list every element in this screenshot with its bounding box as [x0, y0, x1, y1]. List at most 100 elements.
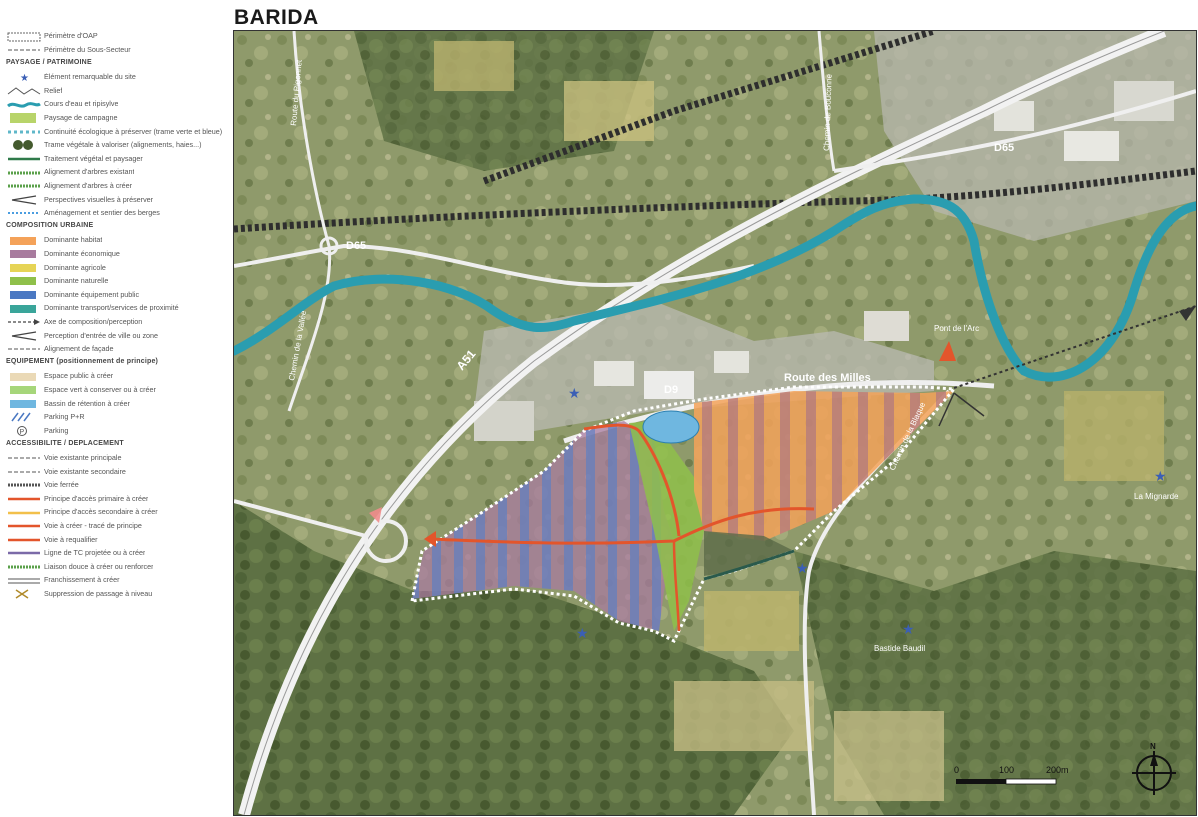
- ecological-corridor-icon: [8, 130, 40, 134]
- legend-label: Voie à créer - tracé de principe: [44, 521, 142, 530]
- label-bastide-south: Bastide Baudil: [874, 644, 925, 653]
- legend-label: Alignement de façade: [44, 345, 114, 354]
- access-arrow-north: [939, 341, 956, 361]
- secondary-access-route[interactable]: [583, 423, 681, 537]
- legend-symbol: [4, 370, 44, 383]
- legend-label: Dominante habitat: [44, 236, 103, 245]
- composition-axis: [953, 305, 1196, 389]
- railway-line: [234, 167, 1196, 233]
- soft-link-icon: [8, 565, 40, 569]
- legend-symbol: [4, 329, 44, 342]
- secondary-road-icon: [8, 471, 40, 473]
- swatch-purple-icon: [10, 250, 36, 259]
- basin-icon: [10, 399, 36, 408]
- label-bastide-east: La Mignarde: [1134, 492, 1179, 501]
- crossing-icon: [8, 578, 40, 583]
- legend-symbol: [4, 112, 44, 125]
- star-icon: ★: [902, 621, 915, 637]
- legend-label: Voie ferrée: [44, 481, 79, 490]
- legend-symbol: [4, 479, 44, 492]
- legend-label: Trame végétale à valoriser (alignements,…: [44, 141, 202, 150]
- view-perspective-icon: [938, 392, 985, 427]
- oap-perimeter[interactable]: [410, 385, 958, 644]
- legend-symbol: [4, 30, 44, 43]
- forest-area-southwest: [234, 501, 794, 815]
- star-icon: ★: [576, 625, 589, 641]
- legend-label: Périmètre d'OAP: [44, 32, 98, 41]
- zone-natural-south: [704, 531, 794, 576]
- label-d9: D9: [664, 384, 678, 396]
- label-d65-west: D65: [346, 240, 366, 252]
- legend-symbol: [4, 588, 44, 601]
- legend-label: Traitement végétal et paysager: [44, 154, 143, 163]
- legend-label: Bassin de rétention à créer: [44, 399, 130, 408]
- legend-item: Dominante habitat: [4, 234, 226, 247]
- legend-label: Espace public à créer: [44, 372, 114, 381]
- primary-access-icon: [8, 497, 40, 501]
- legend-item: Principe d'accès primaire à créer: [4, 492, 226, 505]
- label-pont: Pont de l'Arc: [934, 324, 979, 333]
- legend-symbol: [4, 411, 44, 424]
- legend-item: Dominante agricole: [4, 261, 226, 274]
- legend-item: Axe de composition/perception: [4, 316, 226, 329]
- field-parcel: [674, 681, 814, 751]
- legend-label: Axe de composition/perception: [44, 317, 143, 326]
- riverbank-path-icon: [8, 212, 40, 215]
- parking-icon: P: [17, 425, 27, 436]
- legend-symbol: [4, 152, 44, 165]
- legend-symbol: [4, 533, 44, 546]
- swatch-green-icon: [10, 277, 36, 286]
- north-arrow-icon: N: [1132, 742, 1176, 795]
- road-d65-west: [234, 243, 755, 288]
- legend-item: Aménagement et sentier des berges: [4, 207, 226, 220]
- composition-axis-arrow: [1179, 306, 1196, 321]
- legend-symbol: [4, 452, 44, 465]
- building: [644, 371, 694, 399]
- primary-access-route[interactable]: [428, 507, 815, 545]
- legend-symbol: [4, 275, 44, 288]
- legend-symbol: [4, 139, 44, 152]
- field-parcel: [564, 81, 654, 141]
- svg-text:P: P: [20, 429, 25, 436]
- river-icon: [7, 101, 41, 108]
- legend-section-title: EQUIPEMENT (positionnement de principe): [6, 358, 159, 366]
- legend-label: Espace vert à conserver ou à créer: [44, 385, 156, 394]
- legend-label: Perspectives visuelles à préserver: [44, 195, 154, 204]
- legend-label: Élément remarquable du site: [44, 73, 136, 82]
- legend-symbol: [4, 234, 44, 247]
- scale-label-end: 200m: [1046, 765, 1069, 775]
- dashed-boundary-icon: [7, 32, 41, 41]
- secondary-access-icon: [8, 511, 40, 514]
- legend-item: Continuité écologique à préserver (trame…: [4, 125, 226, 138]
- legend-label: Dominante naturelle: [44, 277, 109, 286]
- vegetation-icon: [13, 140, 33, 151]
- legend-symbol: [4, 384, 44, 397]
- legend-symbol: [4, 547, 44, 560]
- legend-item: Voie à requalifier: [4, 533, 226, 546]
- entry-perception-icon: [11, 331, 37, 341]
- legend-symbol: [4, 166, 44, 179]
- zone-economic-dominance[interactable]: [412, 421, 674, 631]
- map-canvas[interactable]: ★ ★ ★ ★ ★ A51 D65 D65 D9 Route des Mille…: [234, 31, 1196, 815]
- road-north-south: [287, 31, 332, 412]
- legend-symbol: [4, 574, 44, 587]
- legend-symbol: [4, 397, 44, 410]
- legend-symbol: [4, 560, 44, 573]
- scale-bar: 0 100 200m: [954, 765, 1069, 785]
- legend-item: Voie ferrée: [4, 479, 226, 492]
- access-route-south[interactable]: [672, 540, 681, 632]
- legend-label: Paysage de campagne: [44, 113, 118, 122]
- zone-habitat-dominance[interactable]: [694, 391, 954, 541]
- legend-label: Dominante équipement public: [44, 290, 140, 299]
- access-arrow-west: [424, 531, 436, 547]
- map-frame[interactable]: ★ ★ ★ ★ ★ A51 D65 D65 D9 Route des Mille…: [233, 30, 1197, 816]
- zone-green-corridor[interactable]: [629, 421, 704, 631]
- railway-icon: [8, 483, 40, 487]
- building: [594, 361, 634, 386]
- facade-line-icon: [8, 348, 40, 350]
- road-route-des-milles: [563, 380, 995, 444]
- legend-item: Perception d'entrée de ville ou zone: [4, 329, 226, 342]
- legend-item: Espace public à créer: [4, 370, 226, 383]
- retention-basin[interactable]: [642, 410, 700, 444]
